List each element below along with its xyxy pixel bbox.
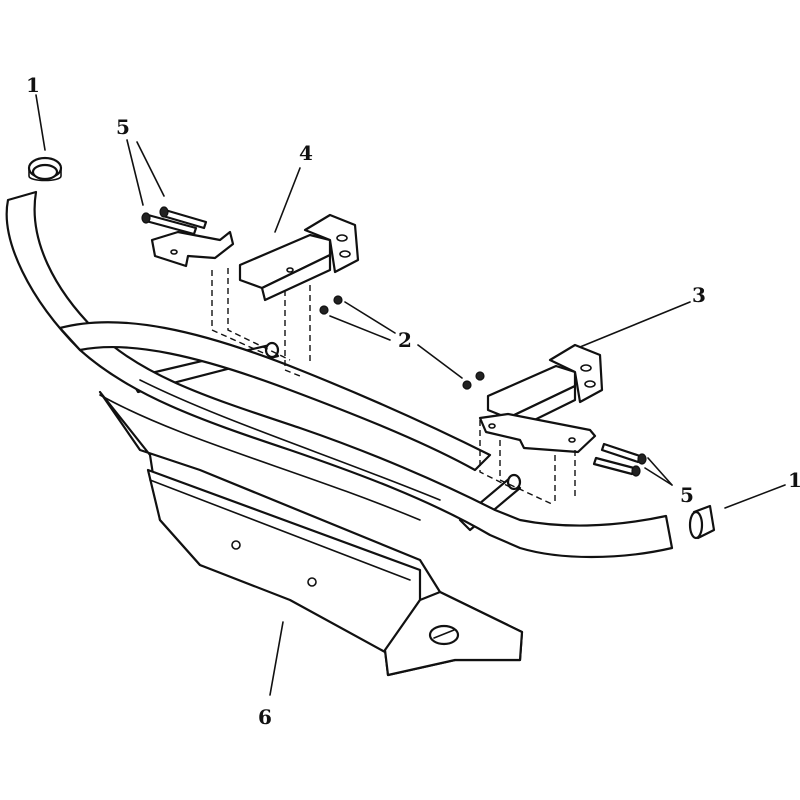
- bumper-tube: [5, 190, 674, 559]
- callout-1-left: 1: [26, 73, 40, 97]
- callout-5-left: 5: [116, 115, 130, 139]
- left-bolts: [141, 206, 208, 236]
- callouts: 1 5 4 2 3 5 1 6: [26, 73, 800, 729]
- leader-lines: [35, 94, 786, 696]
- callout-2: 2: [398, 328, 412, 352]
- callout-5-right: 5: [680, 483, 694, 507]
- left-bolt-plate: [150, 230, 235, 268]
- bumper-end-cap-left: [27, 156, 63, 182]
- right-lower-plate: [478, 412, 597, 454]
- bumper-end-cap-right: [688, 504, 716, 540]
- nuts: [319, 295, 485, 390]
- front-bumper-weight: [98, 390, 524, 677]
- left-mounting-bracket: [238, 213, 360, 302]
- callout-6: 6: [258, 705, 272, 729]
- weight-bolt-hole: [231, 540, 241, 550]
- weight-bolt-hole: [307, 577, 317, 587]
- assembly-lines: [211, 268, 576, 506]
- tow-hook-hole: [428, 624, 460, 646]
- callout-3: 3: [692, 283, 706, 307]
- callout-4: 4: [299, 141, 313, 165]
- right-bolts: [592, 442, 647, 477]
- callout-1-right: 1: [788, 468, 800, 492]
